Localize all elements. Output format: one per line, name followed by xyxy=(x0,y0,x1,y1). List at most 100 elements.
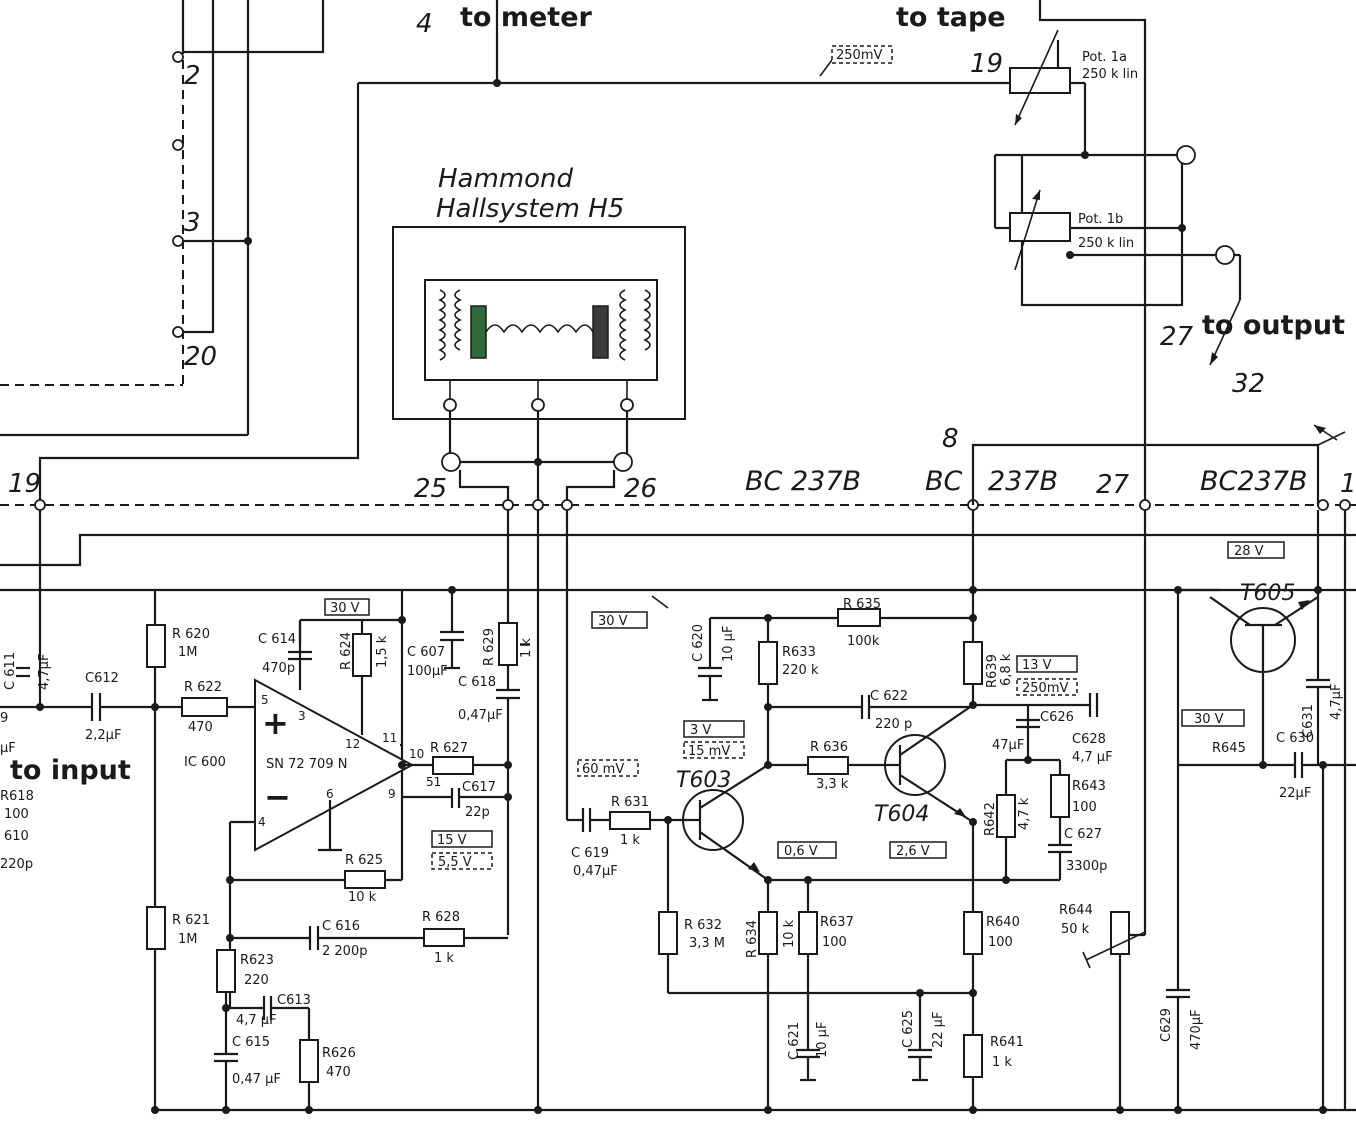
r637-value: 100 xyxy=(822,935,847,950)
pin-label-2: 2 xyxy=(184,61,201,91)
voltage-label-13v: 13 V xyxy=(1022,658,1052,673)
voltage-badge-60mv xyxy=(577,759,639,777)
voltage-badge-15mv xyxy=(683,741,745,759)
c607-value: 100µF xyxy=(407,664,448,679)
pin8-output-line xyxy=(971,424,1346,505)
hall-system-title-line1: Hammond xyxy=(438,164,574,194)
pin-label-19-left: 19 xyxy=(8,469,41,499)
pin-label-26: 26 xyxy=(624,474,657,504)
r626-value: 470 xyxy=(326,1065,351,1080)
pot1b-value: 250 k lin xyxy=(1078,236,1134,251)
pin-label-19-top: 19 xyxy=(970,49,1003,79)
r621-name: R 621 xyxy=(172,913,210,928)
c631-value: 4,7µF xyxy=(1329,684,1344,720)
r623-name: R623 xyxy=(240,953,274,968)
ic-pin-12: 12 xyxy=(345,737,360,751)
voltage-label-15v: 15 V xyxy=(437,833,467,848)
ic-pin-3: 3 xyxy=(298,709,306,723)
r635-value: 100k xyxy=(847,634,880,649)
c625-value: 22 µF xyxy=(931,1012,946,1048)
transistor-type-t603: BC 237B xyxy=(745,466,861,497)
r641-value: 1 k xyxy=(992,1055,1012,1070)
pin-label-4: 4 xyxy=(416,9,433,39)
voltage-label-250mv-out: 250mV xyxy=(1022,681,1068,696)
pin-label-27-right: 27 xyxy=(1160,322,1194,352)
c630-value: 22µF xyxy=(1279,786,1311,801)
voltage-badge-28v xyxy=(1227,541,1285,559)
c611-name: C 611 xyxy=(3,652,18,690)
r620-value: 1M xyxy=(178,645,198,660)
r644-value: 50 k xyxy=(1061,922,1090,937)
transistor-t604-label: T604 xyxy=(874,802,929,827)
ic-pin-4: 4 xyxy=(258,815,266,829)
c621-name: C 621 xyxy=(787,1022,802,1060)
r626-name: R626 xyxy=(322,1046,356,1061)
voltage-label-30v-right: 30 V xyxy=(1194,712,1224,727)
ic-pin-5: 5 xyxy=(261,693,269,707)
pot1b-name: Pot. 1b xyxy=(1078,212,1123,227)
c611-value: 4,7µF xyxy=(37,654,52,690)
c612-value: 2,2µF xyxy=(85,728,121,743)
r636-name: R 636 xyxy=(810,740,848,755)
voltage-label-30v-ic: 30 V xyxy=(330,601,360,616)
c616-value: 2 200p xyxy=(322,944,367,959)
pin-label-8: 8 xyxy=(942,424,959,454)
r631-name: R 631 xyxy=(611,795,649,810)
r632-name: R 632 xyxy=(684,918,722,933)
voltage-badge-5-5v xyxy=(431,852,493,870)
transistor-t605-label: T605 xyxy=(1240,581,1295,606)
r628-name: R 628 xyxy=(422,910,460,925)
c630-name: C 630 xyxy=(1276,731,1314,746)
r623-value: 220 xyxy=(244,973,269,988)
transistor-t603-label: T603 xyxy=(676,768,731,793)
c626-name: C626 xyxy=(1040,710,1074,725)
c629-name: C629 xyxy=(1159,1008,1174,1042)
transistor-type-t604-a: BC xyxy=(925,466,963,497)
r622-name: R 622 xyxy=(184,680,222,695)
pin-label-27-bus: 27 xyxy=(1096,470,1130,500)
voltage-label-60mv: 60 mV xyxy=(582,762,624,777)
voltage-label-2-6v: 2,6 V xyxy=(896,844,930,859)
c628-value: 4,7 µF xyxy=(1072,750,1113,765)
connector-bus xyxy=(0,499,1356,511)
c607-name: C 607 xyxy=(407,645,445,660)
left-edge-r618-value: 100 xyxy=(4,807,29,822)
voltage-badge-13v xyxy=(1016,655,1078,673)
to-input-annotation: to input xyxy=(10,755,131,786)
meter-line xyxy=(38,0,1015,505)
ic-pin-11: 11 xyxy=(382,731,397,745)
voltage-label-28v: 28 V xyxy=(1234,544,1264,559)
r642-value: 4,7 k xyxy=(1017,797,1032,830)
r637-name: R637 xyxy=(820,915,854,930)
voltage-badge-3v xyxy=(683,720,745,738)
feedback-network xyxy=(214,870,508,1110)
r627-name: R 627 xyxy=(430,741,468,756)
r633-value: 220 k xyxy=(782,663,819,678)
to-meter-annotation: to meter xyxy=(460,2,593,33)
r624-name: R 624 xyxy=(339,632,354,670)
voltage-badge-30v-mid xyxy=(591,611,648,629)
c619-name: C 619 xyxy=(571,846,609,861)
r639-name: R639 xyxy=(985,654,1000,688)
voltage-label-250mv-top: 250mV xyxy=(836,48,882,63)
c621-value: 10 µF xyxy=(815,1022,830,1058)
pot1a-value: 250 k lin xyxy=(1082,67,1138,82)
voltage-label-5-5v: 5,5 V xyxy=(438,855,472,870)
c616-name: C 616 xyxy=(322,919,360,934)
c612-name: C612 xyxy=(85,671,119,686)
ic600-type: SN 72 709 N xyxy=(266,757,347,772)
to-tape-annotation: to tape xyxy=(896,2,1006,33)
left-edge-c610-value: 220p xyxy=(0,857,33,872)
c618-value: 0,47µF xyxy=(458,708,503,723)
voltage-badge-250mv-top xyxy=(831,45,893,64)
pin-label-32: 32 xyxy=(1232,369,1265,399)
c614-value: 470p xyxy=(262,661,295,676)
transistor-type-t605: BC237B xyxy=(1200,466,1307,497)
voltage-badge-30v-right xyxy=(1181,709,1245,727)
ic-pin-9: 9 xyxy=(388,787,396,801)
r629-value: 1 k xyxy=(519,638,534,658)
r634-name: R 634 xyxy=(745,920,760,958)
r644-name: R644 xyxy=(1059,903,1093,918)
voltage-badge-15v xyxy=(431,830,493,848)
